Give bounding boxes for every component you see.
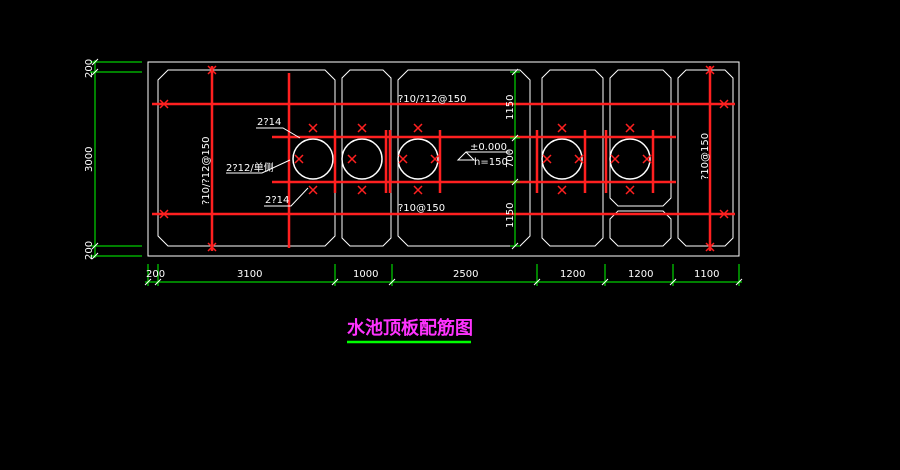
- opening-circle-icon: [397, 138, 439, 180]
- dim-h-6: 1200: [628, 269, 653, 280]
- opening-circle-icon: [341, 138, 383, 180]
- panel-5b: [609, 210, 672, 247]
- trim-bottom-label: 2?14: [265, 195, 289, 206]
- dim-v-3: 200: [84, 241, 95, 260]
- panel-5: [609, 69, 672, 207]
- trim-mid-label: 2?12/单侧: [226, 161, 274, 174]
- opening-circle-icon: [609, 138, 651, 180]
- right-rebar-label: ?10@150: [700, 133, 711, 180]
- dim-h-5: 1200: [560, 269, 585, 280]
- dim-h-4: 2500: [453, 269, 478, 280]
- dim-v-2: 3000: [84, 147, 95, 172]
- panel-4: [541, 69, 604, 247]
- dim-iv-3: 1150: [505, 203, 516, 228]
- panel-6: [677, 69, 734, 247]
- top-rebar-label: ?10/?12@150: [398, 94, 467, 105]
- dimension-ticks: [91, 58, 743, 286]
- left-rebar-label: ?10/?12@150: [201, 136, 212, 205]
- drawing-title: 水池顶板配筋图: [347, 317, 473, 339]
- slab-outline: [147, 61, 740, 257]
- opening-circle-icon: [541, 138, 583, 180]
- thickness-label: h=150: [474, 157, 508, 168]
- rebar-lines: [152, 66, 735, 251]
- panel-2: [341, 69, 392, 247]
- dim-h-1: 200: [146, 269, 165, 280]
- panel-1: [157, 69, 336, 247]
- opening-circle-icon: [292, 138, 334, 180]
- dim-h-3: 1000: [353, 269, 378, 280]
- rebar-crosses: [159, 65, 729, 252]
- openings: [292, 138, 651, 180]
- dim-iv-2: 700: [505, 149, 516, 168]
- dim-h-2: 3100: [237, 269, 262, 280]
- leaders: [226, 127, 510, 207]
- elevation-label: ±0.000: [470, 142, 507, 153]
- bottom-rebar-label: ?10@150: [398, 203, 445, 214]
- dim-v-1: 200: [84, 59, 95, 78]
- dim-h-7: 1100: [694, 269, 719, 280]
- dim-iv-1: 1150: [505, 95, 516, 120]
- trim-top-label: 2?14: [257, 117, 281, 128]
